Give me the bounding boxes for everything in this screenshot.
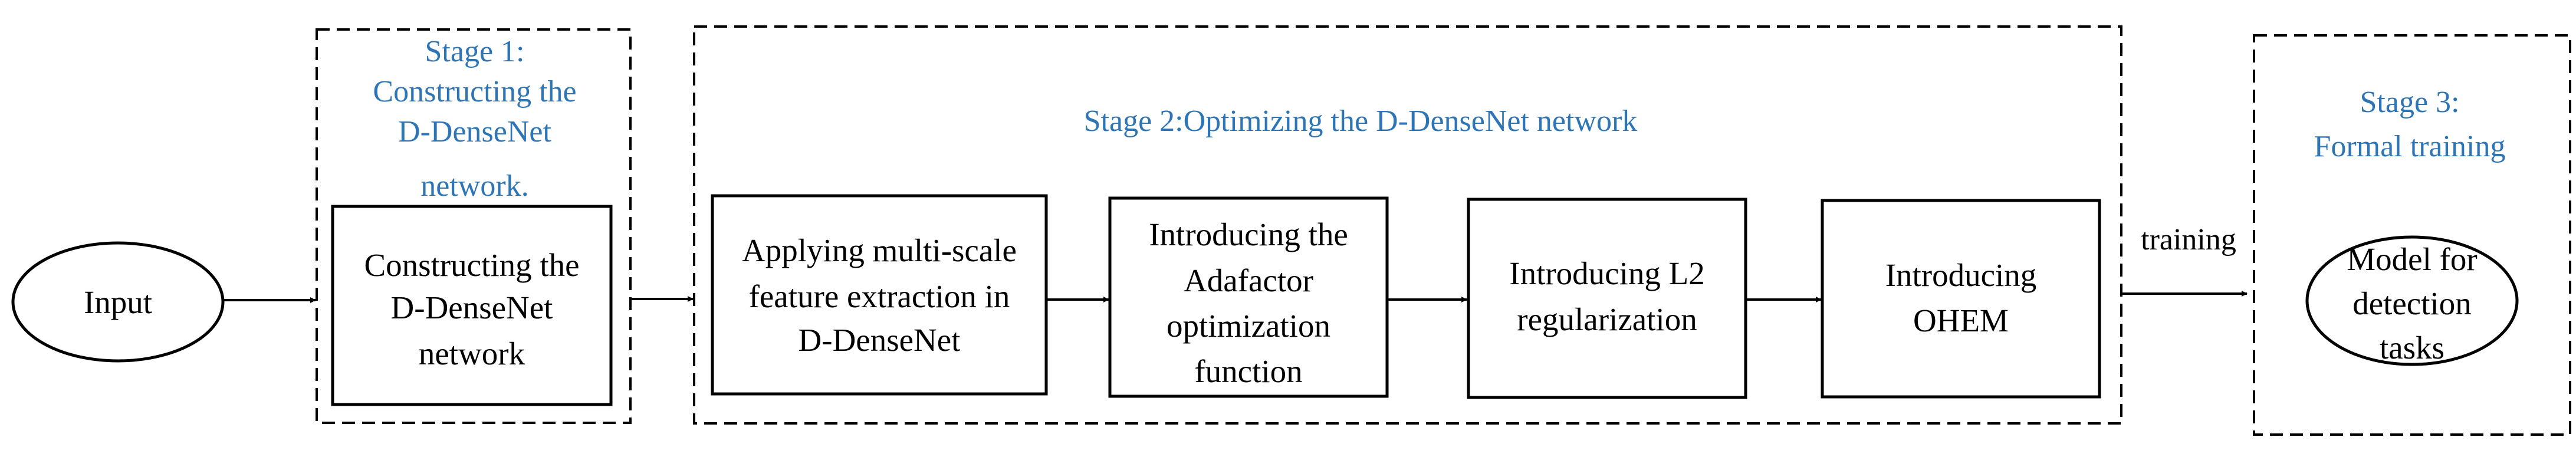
stage1-title-line-2: Constructing the [373, 75, 576, 109]
step-ohem-line-1: Introducing [1885, 257, 2037, 293]
stage3-output-line-3: tasks [2380, 330, 2444, 366]
stage3-title-line-1: Stage 3: [2360, 86, 2460, 119]
stage1-title-line-3: D-DenseNet [398, 115, 551, 149]
stage1-group: Stage 1: Constructing the D-DenseNet net… [316, 28, 632, 424]
step-adafactor-line-3: optimization [1167, 308, 1330, 344]
step-adafactor-line-4: function [1194, 353, 1302, 389]
stage3-output-line-2: detection [2352, 285, 2472, 321]
training-edge-label: training [2141, 223, 2236, 257]
stage2-step-ohem-box [1821, 199, 2101, 399]
input-node: Input [11, 241, 225, 363]
step-ohem-line-2: OHEM [1913, 303, 2009, 338]
step-adafactor-line-1: Introducing the [1149, 216, 1348, 252]
stage3-output-ellipse [2305, 235, 2519, 366]
stage2-dashed-frame [693, 25, 2122, 425]
stage3-dashed-frame [2253, 34, 2571, 436]
stage1-dashed-frame [316, 28, 632, 424]
stage3-title-line-2: Formal training [2314, 130, 2506, 163]
stage1-title-line-1: Stage 1: [425, 35, 525, 68]
stage3-group: Stage 3: Formal training Model for detec… [2253, 34, 2571, 436]
step-multiscale-line-2: feature extraction in [749, 278, 1010, 314]
stage2-step-adafactor-box [1108, 196, 1389, 398]
stage1-box-line-2: D-DenseNet [391, 290, 553, 326]
stage2-group: Stage 2:Optimizing the D-DenseNet networ… [693, 25, 2122, 425]
input-label: Input [84, 284, 152, 320]
stage3-output-line-1: Model for [2347, 241, 2477, 277]
stage2-step-multiscale-box [711, 194, 1048, 396]
step-multiscale-line-3: D-DenseNet [799, 322, 961, 358]
stage1-title-line-4: network. [420, 169, 528, 203]
stage1-box-line-3: network [419, 336, 525, 371]
step-l2-line-2: regularization [1517, 301, 1697, 337]
input-ellipse [11, 241, 225, 363]
step-adafactor-line-2: Adafactor [1184, 262, 1313, 298]
stage1-box-line-1: Constructing the [364, 247, 579, 283]
stage2-step-l2-box [1467, 198, 1747, 399]
stage1-construct-box [331, 205, 613, 406]
step-multiscale-line-1: Applying multi-scale [742, 232, 1017, 268]
stage2-title: Stage 2:Optimizing the D-DenseNet networ… [1084, 104, 1638, 138]
step-l2-line-1: Introducing L2 [1509, 255, 1704, 291]
